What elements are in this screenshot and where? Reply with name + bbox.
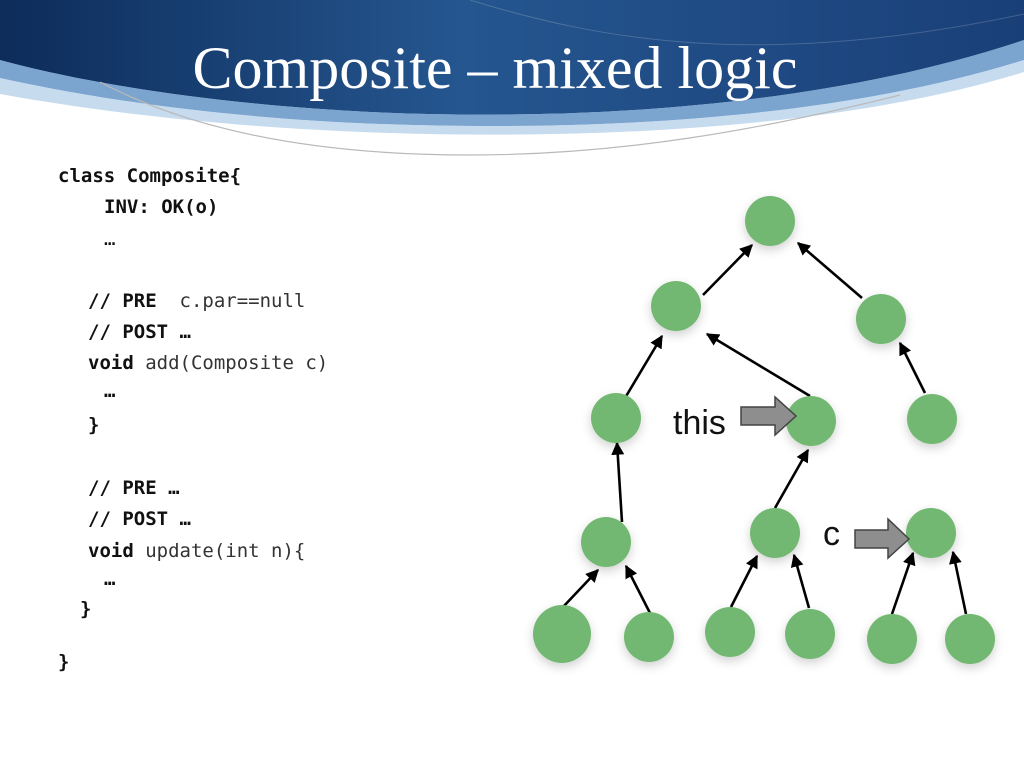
code-pre-comment: // PRE …: [88, 477, 180, 499]
slide-title: Composite – mixed logic: [192, 35, 798, 101]
tree-node-l4-e: [867, 614, 917, 664]
tree-node-l1-right: [856, 294, 906, 344]
edge-l1right-root: [797, 242, 863, 299]
code-pre-expression: c.par==null: [179, 290, 306, 312]
code-void-keyword-2: void: [88, 540, 134, 562]
tree-node-this: [786, 396, 836, 446]
code-class-close: }: [58, 651, 70, 673]
edge-l3b-this: [773, 448, 810, 509]
tree-node-l3-b: [750, 508, 800, 558]
tree-edges: [562, 242, 968, 618]
this-label: this: [673, 404, 726, 442]
edge-l1left-root: [702, 244, 753, 296]
edge-l4b-l3a: [624, 564, 654, 618]
tree-node-l4-f: [945, 614, 995, 664]
this-pointer-arrow: [740, 395, 798, 437]
code-update-close: }: [80, 598, 92, 620]
c-label: c: [823, 515, 840, 553]
tree-nodes: [533, 196, 995, 664]
edge-l2d-l1right: [898, 341, 927, 394]
code-ellipsis: …: [104, 228, 116, 250]
edge-l4c-l3b: [729, 554, 759, 608]
code-void-keyword: void: [88, 352, 134, 374]
tree-node-l1-left: [651, 281, 701, 331]
tree-node-l4-a: [533, 605, 591, 663]
edge-l3a-l2a: [611, 441, 625, 523]
code-update-body: …: [104, 568, 116, 590]
edge-l4a-l3a: [562, 569, 599, 608]
edge-l4d-l3b: [790, 553, 811, 609]
tree-node-root: [745, 196, 795, 246]
code-class-decl: class Composite{: [58, 165, 242, 187]
tree-node-l2-a: [591, 393, 641, 443]
code-add-close: }: [88, 414, 100, 436]
edge-l4e-c: [890, 551, 916, 615]
code-post-comment: // POST …: [88, 321, 191, 343]
code-post-comment-2: // POST …: [88, 508, 191, 530]
edge-l4f-c: [949, 550, 968, 615]
code-add-signature: add(Composite c): [145, 352, 329, 374]
tree-node-l4-b: [624, 612, 674, 662]
code-invariant: INV: OK(o): [104, 196, 219, 218]
edge-l2a-l1left: [623, 334, 664, 399]
tree-node-l3-a: [581, 517, 631, 567]
c-pointer-arrow: [854, 517, 911, 560]
tree-node-l2-d: [907, 394, 957, 444]
tree-node-c: [906, 508, 956, 558]
code-add-body: …: [104, 380, 116, 402]
code-update-signature: update(int n){: [145, 540, 306, 562]
tree-node-l4-c: [705, 607, 755, 657]
code-pre-keyword: // PRE: [88, 290, 157, 312]
title-banner: [0, 0, 1024, 156]
edge-this-l1left: [705, 332, 811, 398]
tree-node-l4-d: [785, 609, 835, 659]
